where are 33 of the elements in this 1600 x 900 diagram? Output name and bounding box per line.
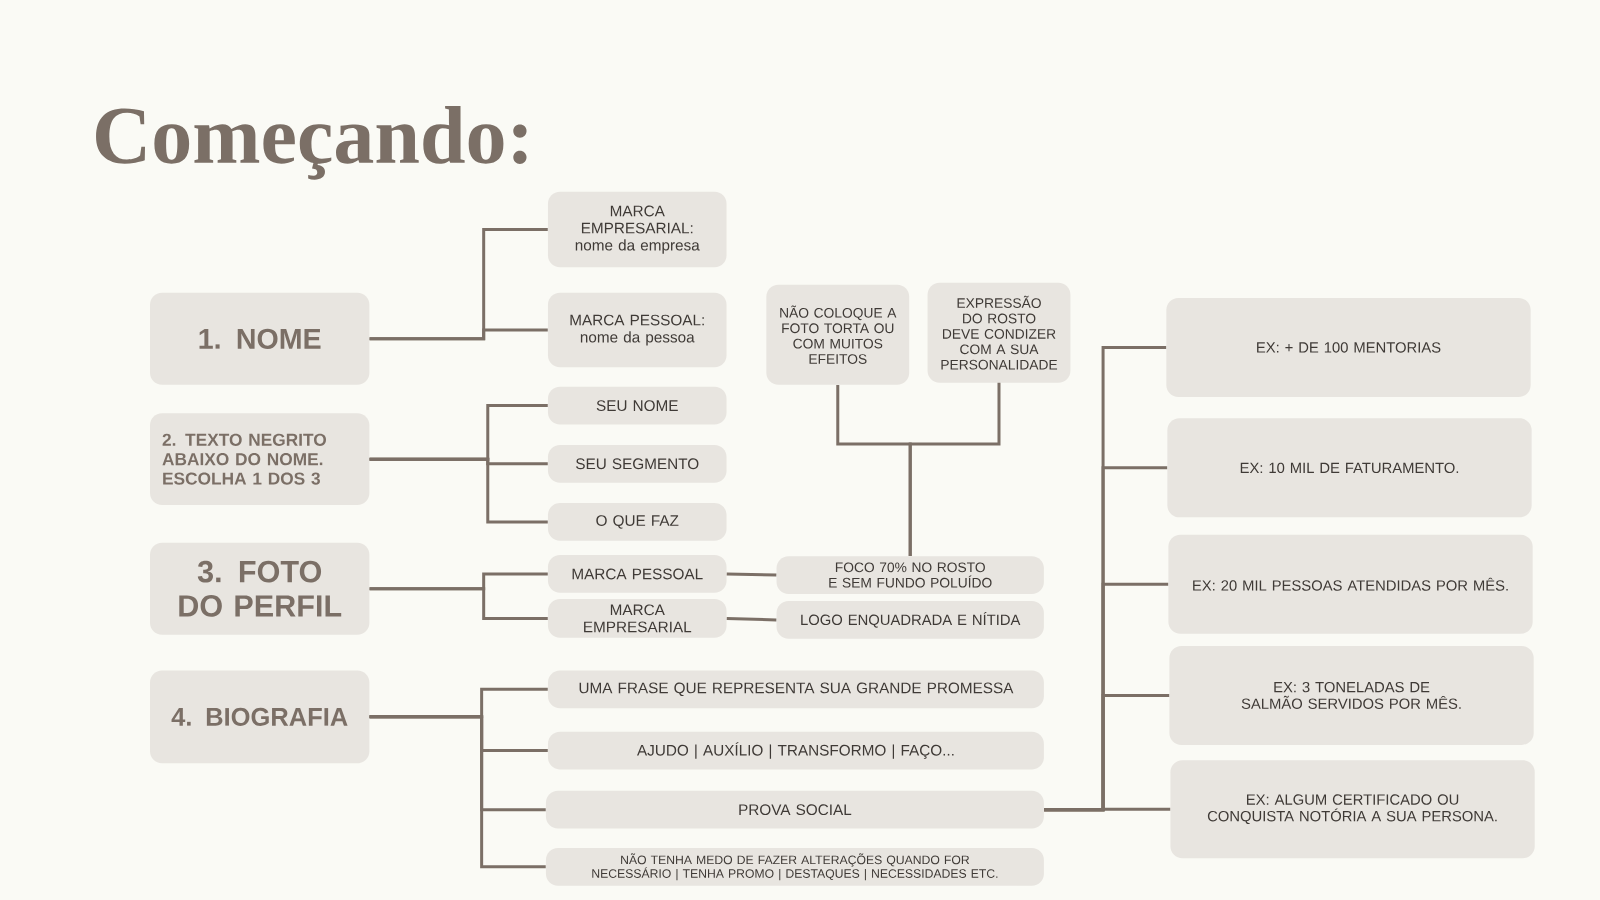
example-box: EX: 10 MIL DE FATURAMENTO.	[1167, 418, 1532, 518]
heading-box: 2. TEXTO NEGRITO ABAIXO DO NOME. ESCOLHA 1 DOS 3	[150, 413, 370, 506]
connector-line	[1044, 807, 1171, 812]
tip-box: LOGO ENQUADRADA E NÍTIDA	[776, 601, 1044, 639]
heading-box: 3. FOTO DO PERFIL	[150, 542, 370, 635]
connector-line	[369, 715, 546, 869]
connector-line	[369, 587, 548, 620]
example-box: EX: 20 MIL PESSOAS ATENDIDAS POR MÊS.	[1168, 534, 1533, 634]
connector-line	[908, 382, 1001, 556]
heading-box: 1. NOME	[150, 292, 370, 385]
connector-line	[726, 616, 777, 622]
example-box: EX: ALGUM CERTIFICADO OU CONQUISTA NOTÓRIA A SUA PERSONA.	[1170, 760, 1535, 859]
tip-box: NÃO COLOQUE A FOTO TORTA OU COM MUITOS EFEITOS	[766, 284, 910, 385]
title: Começando:	[96, 106, 527, 180]
example-box: EX: 3 TONELADAS DE SALMÃO SERVIDOS POR MÊS.	[1169, 645, 1534, 745]
topic-box: MARCA PESSOAL: nome da pessoa	[547, 292, 727, 368]
example-box: EX: + DE 100 MENTORIAS	[1166, 297, 1531, 397]
topic-box: MARCA EMPRESARIAL	[547, 599, 727, 638]
heading-box: 4. BIOGRAFIA	[150, 670, 370, 764]
topic-box: O QUE FAZ	[547, 503, 727, 541]
tip-box: FOCO 70% NO ROSTO E SEM FUNDO POLUÍDO	[776, 556, 1044, 594]
tip-box: EXPRESSÃO DO ROSTO DEVE CONDIZER COM A SUA PERSONALIDADE	[927, 282, 1071, 383]
connector-line	[726, 572, 777, 577]
connector-line	[369, 457, 548, 524]
connector-line	[369, 328, 548, 341]
topic-box: PROVA SOCIAL	[545, 790, 1044, 829]
topic-box: AJUDO | AUXÍLIO | TRANSFORMO | FAÇO...	[547, 731, 1044, 770]
topic-box: MARCA EMPRESARIAL: nome da empresa	[547, 191, 727, 268]
topic-box: UMA FRASE QUE REPRESENTA SUA GRANDE PROMESSA	[547, 670, 1044, 709]
topic-box: NÃO TENHA MEDO DE FAZER ALTERAÇÕES QUANDO FOR NECESSÁRIO | TENHA PROMO | DESTAQUES | NECESSIDADES ETC.	[545, 847, 1044, 886]
topic-box: MARCA PESSOAL	[547, 555, 727, 593]
topic-box: SEU SEGMENTO	[547, 444, 727, 483]
topic-box: SEU NOME	[547, 386, 727, 425]
